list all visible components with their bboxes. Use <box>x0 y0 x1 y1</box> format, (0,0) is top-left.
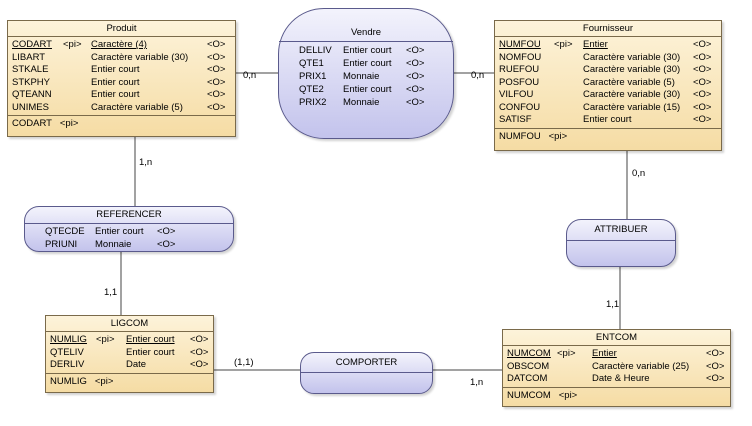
cardinality-fournisseur-vendre: 0,n <box>471 70 485 81</box>
relation-attribuer[interactable]: ATTRIBUER <box>566 219 676 267</box>
identifier-row: NUMCOM <pi> <box>507 389 578 401</box>
relation-title: ATTRIBUER <box>567 220 675 241</box>
entity-title: Fournisseur <box>495 21 721 37</box>
relation-comporter[interactable]: COMPORTER <box>300 352 433 394</box>
entity-produit[interactable]: Produit CODART<pi>Caractère (4)<O> LIBAR… <box>7 20 236 137</box>
entity-title: LIGCOM <box>46 316 213 332</box>
relation-title: REFERENCER <box>25 207 233 224</box>
attribute-row: NUMFOU<pi>Entier<O> <box>499 39 712 50</box>
attribute-row: CODART<pi>Caractère (4)<O> <box>12 39 226 50</box>
entity-title: Produit <box>8 21 235 37</box>
cardinality-ligcom-comporter: (1,1) <box>234 357 254 368</box>
cardinality-produit-vendre: 0,n <box>243 70 257 81</box>
cardinality-fournisseur-attribuer: 0,n <box>632 168 646 179</box>
identifier-row: NUMFOU <pi> <box>499 130 568 142</box>
attribute-row: NUMCOM<pi>Entier<O> <box>507 348 725 359</box>
cardinality-entcom-comporter: 1,n <box>470 377 484 388</box>
cardinality-produit-referencer: 1,n <box>139 157 153 168</box>
identifier-row: CODART <pi> <box>12 118 79 129</box>
relation-title: Vendre <box>279 25 453 42</box>
cardinality-entcom-attribuer: 1,1 <box>606 299 620 310</box>
attribute-row: NUMLIG<pi>Entier court<O> <box>50 334 209 345</box>
identifier-row: NUMLIG <pi> <box>50 375 114 387</box>
cardinality-ligcom-referencer: 1,1 <box>104 287 118 298</box>
entity-title: ENTCOM <box>503 330 730 346</box>
relation-title: COMPORTER <box>301 353 432 373</box>
